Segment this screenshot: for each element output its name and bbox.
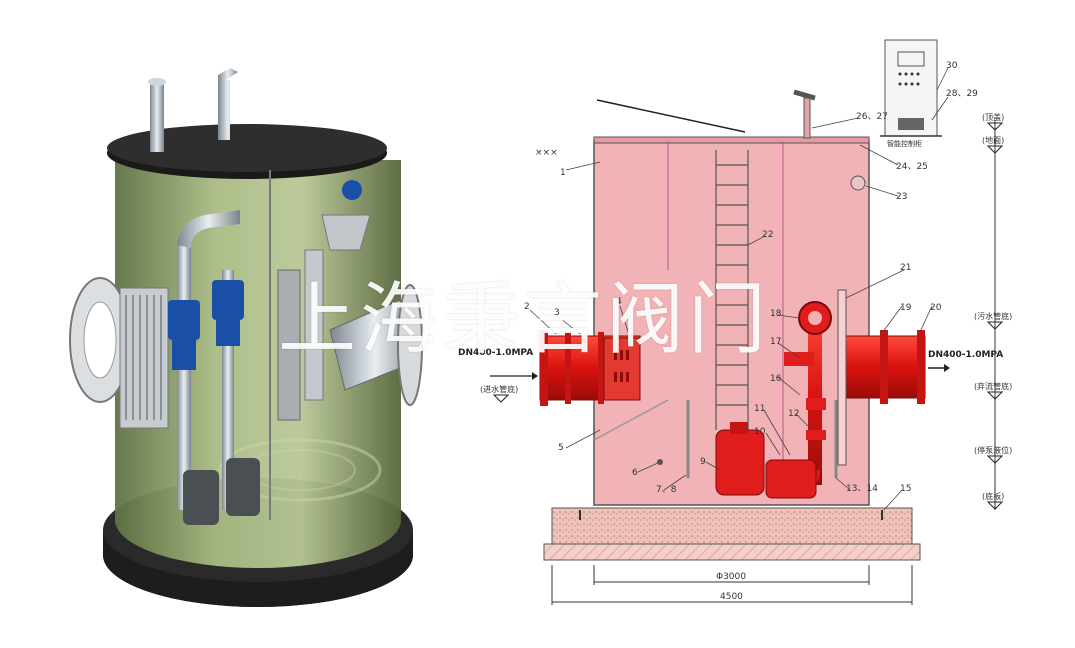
- level-pump-stop: (停泵液位): [974, 445, 1012, 455]
- control-cabinet-label: 智能控制柜: [887, 139, 922, 148]
- callout-30: 30: [946, 61, 958, 71]
- elevation-marks: (顶盖) (地面) (污水管底) (弃流管底) (停泵液位) (底板): [974, 112, 1012, 510]
- callout-17: 17: [770, 337, 781, 347]
- discharge-riser: [808, 310, 822, 485]
- callout-2: 2: [524, 302, 530, 312]
- callout-16: 16: [770, 374, 782, 384]
- callout-18: 18: [770, 309, 782, 319]
- dimension-outer: 4500: [720, 592, 743, 602]
- valve-23-icon: [850, 175, 866, 191]
- foundation-slab: [551, 507, 913, 545]
- level-top-cover: (顶盖): [982, 112, 1004, 122]
- callout-12: 12: [788, 409, 799, 419]
- submersible-pump-2: [765, 459, 817, 499]
- callout-7-8: 7、8: [656, 485, 677, 495]
- callout-28-29: 28、29: [946, 89, 978, 99]
- callout-11: 11: [754, 404, 765, 414]
- vent-stack: [803, 97, 811, 139]
- level-overflow-pipe-bottom: (弃流管底): [974, 381, 1012, 391]
- outlet-flange: [397, 284, 423, 406]
- riser-pipe-1: [177, 240, 191, 510]
- level-sewage-pipe-bottom: (污水管底): [974, 311, 1012, 321]
- watermark: 上海秉言阀门: [278, 275, 771, 365]
- vent-pipe-1: [150, 82, 164, 152]
- cushion-layer: [543, 543, 921, 561]
- svg-text:×××: ×××: [535, 148, 558, 158]
- check-valve-2: [212, 280, 244, 320]
- vent-pipe-2: [218, 68, 238, 140]
- pump-1: [183, 470, 219, 525]
- callout-24-25: 24、25: [896, 162, 928, 172]
- callout-3: 3: [554, 308, 560, 318]
- callout-1: 1: [560, 168, 566, 178]
- callout-23: 23: [896, 192, 907, 202]
- technical-drawing: ×××: [458, 39, 1012, 605]
- callout-22: 22: [762, 230, 773, 240]
- dimension-inner: Φ3000: [716, 572, 746, 582]
- inlet-spec: DN400-1.0MPA: [458, 348, 533, 358]
- level-ground: (地面): [982, 135, 1004, 145]
- callout-21: 21: [900, 263, 911, 273]
- callout-15: 15: [900, 484, 911, 494]
- callout-26-27: 26、27: [856, 112, 888, 122]
- callout-6: 6: [632, 468, 638, 478]
- submersible-pump-1: [715, 429, 765, 496]
- pump-station-3d-render: [69, 68, 423, 607]
- callout-20: 20: [930, 303, 942, 313]
- control-unit: [277, 269, 301, 421]
- sensor-icon: [342, 180, 362, 200]
- callout-4: 4: [616, 297, 622, 307]
- pump-2: [226, 458, 260, 516]
- callout-5: 5: [558, 443, 564, 453]
- callout-10: 10: [754, 427, 766, 437]
- callout-13-14: 13、14: [846, 484, 878, 494]
- inlet-level-label: (进水管底): [480, 384, 518, 394]
- callout-19: 19: [900, 303, 912, 313]
- inlet-level-marker: [492, 394, 510, 403]
- grille-panel: [603, 337, 641, 401]
- check-valve-1: [168, 300, 200, 340]
- outlet-spec: DN400-1.0MPA: [928, 350, 1003, 360]
- level-base-plate: (底板): [982, 491, 1004, 501]
- ladder: [715, 150, 749, 430]
- callout-9: 9: [700, 457, 706, 467]
